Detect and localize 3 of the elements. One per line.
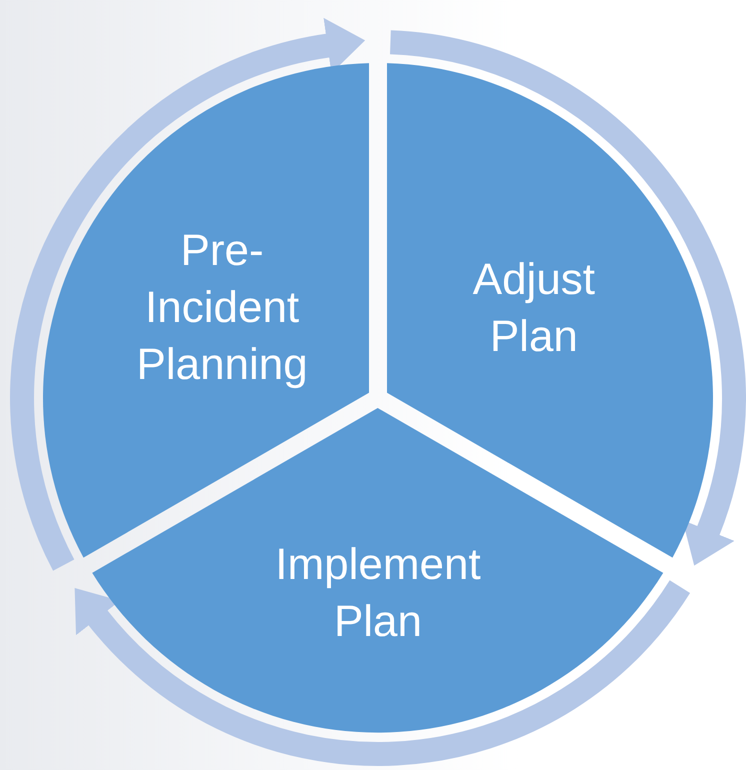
segment-label: Implement Plan <box>274 538 482 648</box>
segment-label: Adjust Plan <box>472 254 596 363</box>
segment-label: Pre-Incident Planning <box>135 225 309 392</box>
